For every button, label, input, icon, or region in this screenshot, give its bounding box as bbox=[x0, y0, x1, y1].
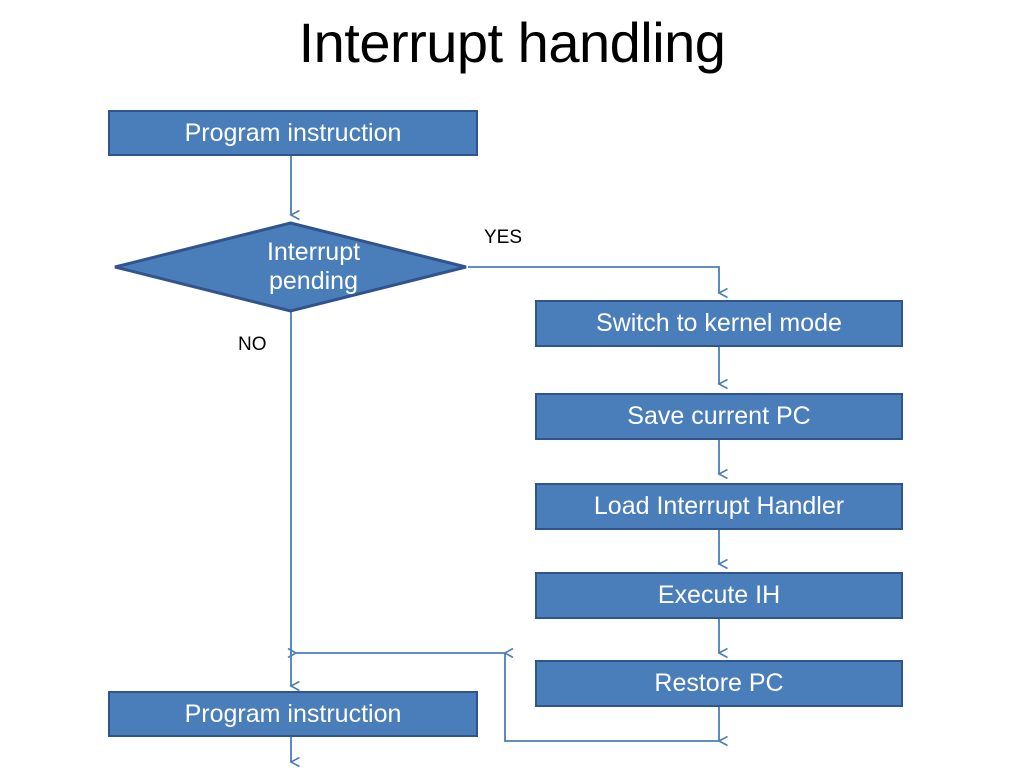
node-program-instruction-bottom[interactable]: Program instruction bbox=[108, 691, 478, 737]
diamond-shape bbox=[114, 221, 467, 313]
page-title: Interrupt handling bbox=[298, 11, 726, 74]
node-interrupt-pending-decision[interactable]: Interrupt pending bbox=[113, 221, 468, 313]
node-save-current-pc[interactable]: Save current PC bbox=[535, 393, 903, 440]
node-program-instruction-top[interactable]: Program instruction bbox=[108, 110, 478, 156]
edge-label-no: NO bbox=[238, 334, 267, 355]
node-load-interrupt-handler[interactable]: Load Interrupt Handler bbox=[535, 483, 903, 530]
edge-label-yes: YES bbox=[484, 227, 523, 248]
decision-label-line1: Interrupt bbox=[266, 237, 361, 266]
edge-decision-yes bbox=[468, 266, 719, 293]
node-execute-ih[interactable]: Execute IH bbox=[535, 572, 903, 619]
node-switch-to-kernel-mode[interactable]: Switch to kernel mode bbox=[535, 300, 903, 347]
decision-label: Interrupt pending bbox=[113, 221, 468, 313]
decision-label-line2: pending bbox=[269, 267, 358, 295]
node-restore-pc[interactable]: Restore PC bbox=[535, 660, 903, 707]
